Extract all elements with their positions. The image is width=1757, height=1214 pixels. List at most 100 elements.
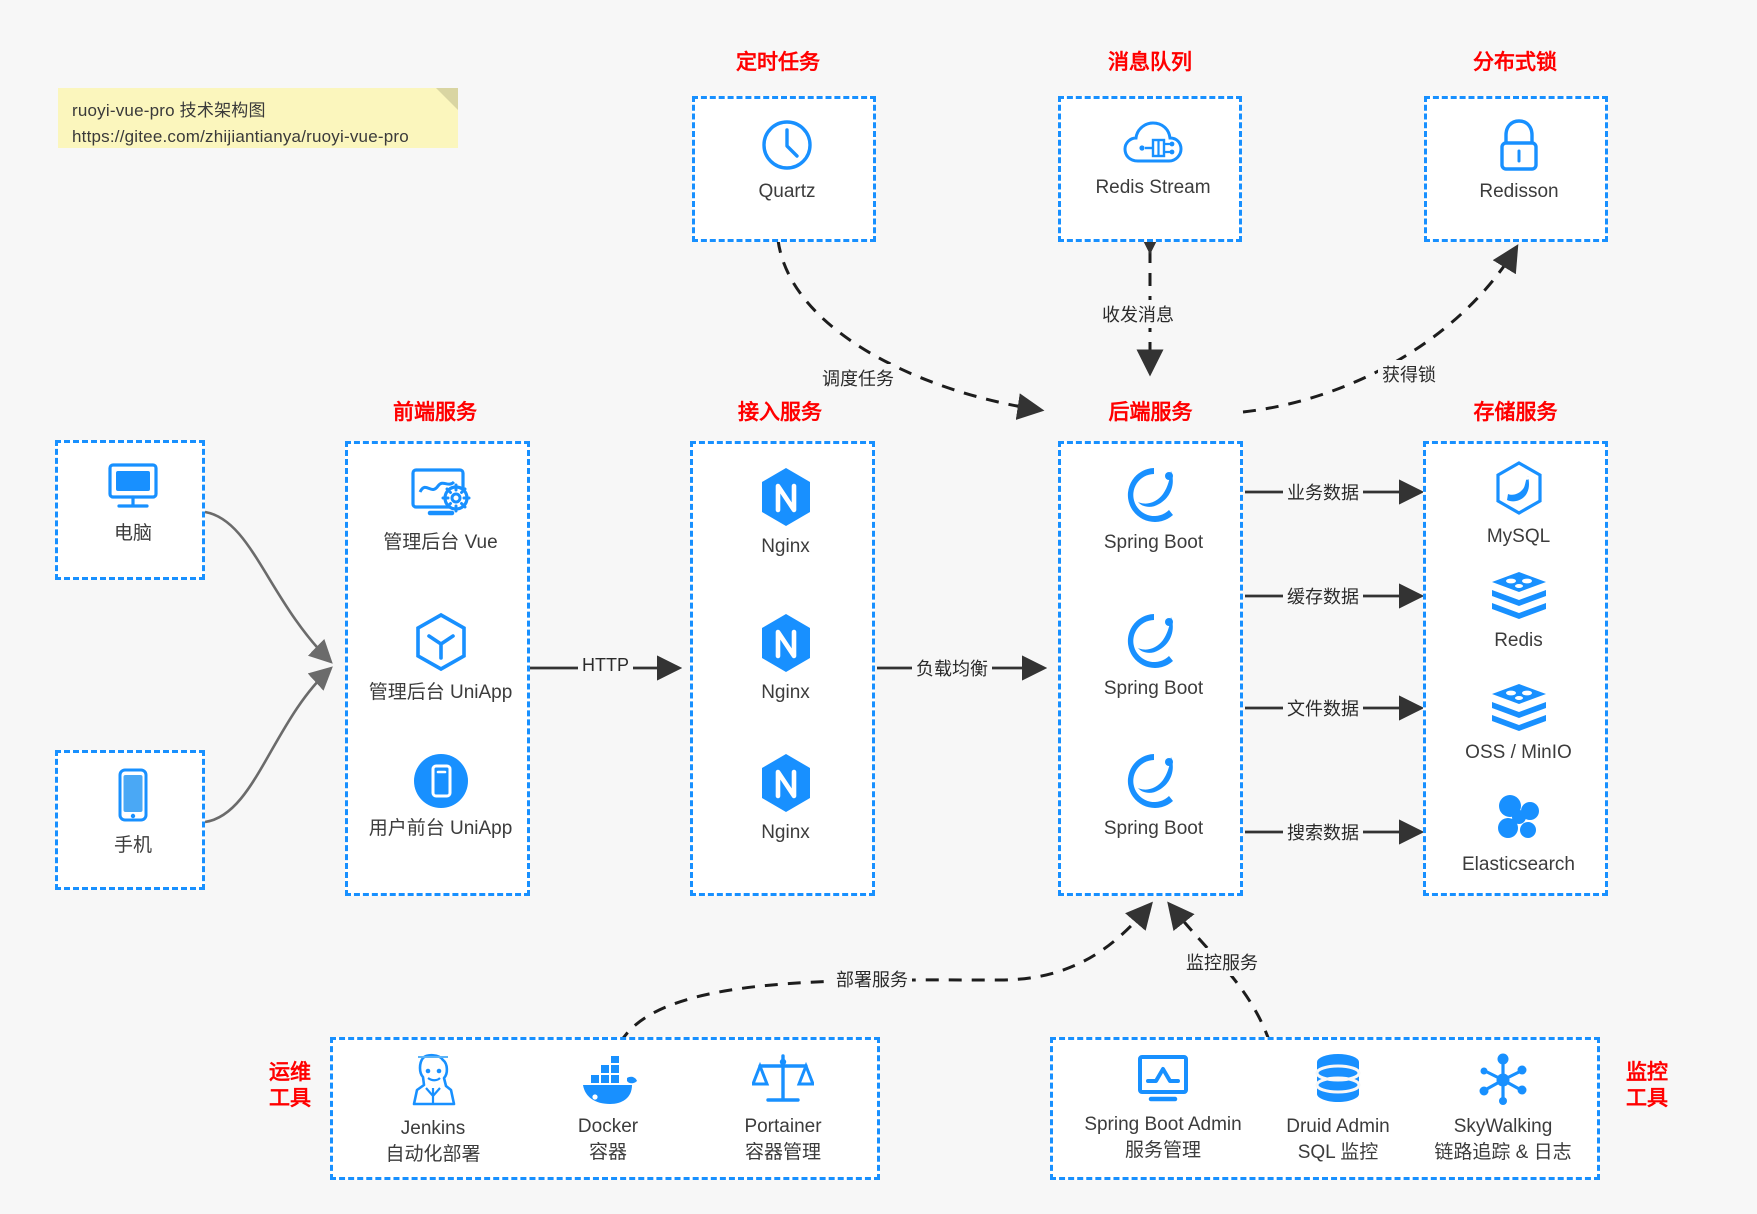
- info-note: ruoyi-vue-pro 技术架构图 https://gitee.com/zh…: [58, 88, 458, 148]
- note-fold-corner: [436, 88, 458, 110]
- group-title-scheduler: 定时任务: [736, 51, 820, 74]
- oss-stack-icon: [1491, 684, 1546, 731]
- node-admin-uniapp[interactable]: 管理后台 UniApp: [348, 612, 533, 706]
- group-title-storage: 存储服务: [1473, 401, 1558, 424]
- node-label: Redisson: [1479, 181, 1559, 202]
- node-label: SkyWalking: [1453, 1116, 1553, 1137]
- group-title-monitor-line2: 工具: [1626, 1087, 1668, 1111]
- node-label: Portainer: [744, 1116, 822, 1137]
- node-label: 管理后台 Vue: [383, 532, 498, 553]
- scales-icon: [752, 1054, 814, 1102]
- padlock-icon: [1500, 119, 1538, 171]
- node-mobile[interactable]: 手机: [58, 767, 208, 859]
- node-label: Jenkins: [400, 1118, 466, 1139]
- edge-label-send-receive-message: 收发消息: [1098, 300, 1178, 328]
- node-label: MySQL: [1486, 526, 1551, 547]
- group-title-gateway: 接入服务: [738, 401, 822, 424]
- node-redis[interactable]: Redis: [1426, 570, 1611, 654]
- node-spring-boot-2[interactable]: Spring Boot: [1061, 612, 1246, 702]
- group-title-mq: 消息队列: [1108, 51, 1192, 74]
- node-label: Redis Stream: [1095, 177, 1211, 198]
- group-title-lock: 分布式锁: [1473, 51, 1557, 74]
- node-spring-boot-3[interactable]: Spring Boot: [1061, 752, 1246, 842]
- node-sublabel: 容器管理: [744, 1141, 821, 1163]
- group-title-monitor-line1: 监控: [1626, 1061, 1668, 1084]
- node-label: Nginx: [761, 822, 810, 843]
- node-druid-admin[interactable]: Druid Admin SQL 监控: [1258, 1052, 1418, 1165]
- node-spring-boot-1[interactable]: Spring Boot: [1061, 466, 1246, 556]
- note-url: https://gitee.com/zhijiantianya/ruoyi-vu…: [72, 127, 409, 147]
- edge-label-deploy-service: 部署服务: [832, 965, 912, 993]
- mysql-icon: [1495, 461, 1542, 515]
- node-redisson[interactable]: Redisson: [1427, 117, 1611, 205]
- edge-label-load-balance: 负载均衡: [912, 654, 992, 682]
- redis-stack-icon: [1491, 572, 1546, 619]
- mobile-circle-icon: [413, 754, 468, 808]
- node-label: Spring Boot Admin: [1084, 1114, 1242, 1135]
- node-label: Elasticsearch: [1462, 854, 1575, 875]
- node-oss-minio[interactable]: OSS / MinIO: [1426, 682, 1611, 766]
- node-sublabel: 服务管理: [1124, 1139, 1201, 1161]
- monitor-chart-icon: [1138, 1055, 1188, 1102]
- spring-boot-icon: [1127, 468, 1173, 522]
- node-label: Spring Boot: [1103, 678, 1204, 699]
- group-title-devops: 运维 工具: [255, 1060, 325, 1113]
- cloud-stream-icon: [1123, 121, 1183, 163]
- group-title-devops-line1: 运维: [269, 1061, 311, 1084]
- group-box-lock: Redisson: [1424, 96, 1608, 242]
- node-label: Quartz: [758, 181, 816, 202]
- group-box-mq: Redis Stream: [1058, 96, 1242, 242]
- node-desktop[interactable]: 电脑: [58, 459, 208, 547]
- node-sublabel: SQL 监控: [1297, 1141, 1379, 1163]
- group-box-monitor: Spring Boot Admin 服务管理 Druid Admin SQL 监…: [1050, 1037, 1600, 1180]
- node-portainer[interactable]: Portainer 容器管理: [703, 1052, 863, 1165]
- group-box-backend: Spring Boot Spring Boot Spring Boot: [1058, 441, 1243, 896]
- group-box-devops: Jenkins 自动化部署 Docker 容器: [330, 1037, 880, 1180]
- group-title-devops-line2: 工具: [269, 1087, 311, 1111]
- mobile-icon: [118, 768, 148, 822]
- node-elasticsearch[interactable]: Elasticsearch: [1426, 792, 1611, 878]
- edge-label-business-data: 业务数据: [1283, 478, 1363, 506]
- node-nginx-3[interactable]: Nginx: [693, 752, 878, 846]
- jenkins-icon: [412, 1053, 456, 1106]
- nginx-icon: [761, 468, 810, 526]
- node-label: Nginx: [761, 536, 810, 557]
- node-sublabel: 容器: [588, 1141, 627, 1163]
- node-redis-stream[interactable]: Redis Stream: [1061, 119, 1245, 201]
- group-box-scheduler: Quartz: [692, 96, 876, 242]
- node-user-uniapp[interactable]: 用户前台 UniApp: [348, 752, 533, 842]
- group-box-gateway: Nginx Nginx Nginx: [690, 441, 875, 896]
- group-title-frontend: 前端服务: [393, 401, 477, 424]
- nginx-icon: [761, 614, 810, 672]
- node-quartz[interactable]: Quartz: [695, 117, 879, 205]
- node-nginx-2[interactable]: Nginx: [693, 612, 878, 706]
- node-skywalking[interactable]: SkyWalking 链路追踪 & 日志: [1408, 1052, 1598, 1165]
- edge-label-file-data: 文件数据: [1283, 694, 1363, 722]
- node-mysql[interactable]: MySQL: [1426, 460, 1611, 550]
- edge-label-monitor-service: 监控服务: [1182, 948, 1262, 976]
- node-label: Spring Boot: [1103, 818, 1204, 839]
- node-spring-boot-admin[interactable]: Spring Boot Admin 服务管理: [1063, 1054, 1263, 1163]
- nginx-icon: [761, 754, 810, 812]
- spring-boot-icon: [1127, 614, 1173, 668]
- docker-icon: [583, 1056, 637, 1104]
- edge-label-http: HTTP: [578, 654, 633, 677]
- edge-label-schedule-task: 调度任务: [818, 364, 898, 392]
- group-title-backend: 后端服务: [1108, 401, 1193, 424]
- node-nginx-1[interactable]: Nginx: [693, 466, 878, 560]
- skywalking-icon: [1479, 1053, 1527, 1105]
- node-label: OSS / MinIO: [1465, 742, 1572, 763]
- spring-boot-icon: [1127, 754, 1173, 808]
- node-label: Druid Admin: [1286, 1116, 1390, 1137]
- hexagon-uniapp-icon: [415, 612, 466, 672]
- edge-label-cache-data: 缓存数据: [1283, 582, 1363, 610]
- node-docker[interactable]: Docker 容器: [528, 1056, 688, 1165]
- group-box-client-desktop: 电脑: [55, 440, 205, 580]
- note-title: ruoyi-vue-pro 技术架构图: [72, 101, 266, 120]
- node-admin-vue[interactable]: 管理后台 Vue: [348, 466, 533, 556]
- node-label: Docker: [577, 1116, 639, 1137]
- node-jenkins[interactable]: Jenkins 自动化部署: [353, 1052, 513, 1167]
- edge-label-acquire-lock: 获得锁: [1378, 360, 1440, 388]
- database-icon: [1315, 1054, 1361, 1102]
